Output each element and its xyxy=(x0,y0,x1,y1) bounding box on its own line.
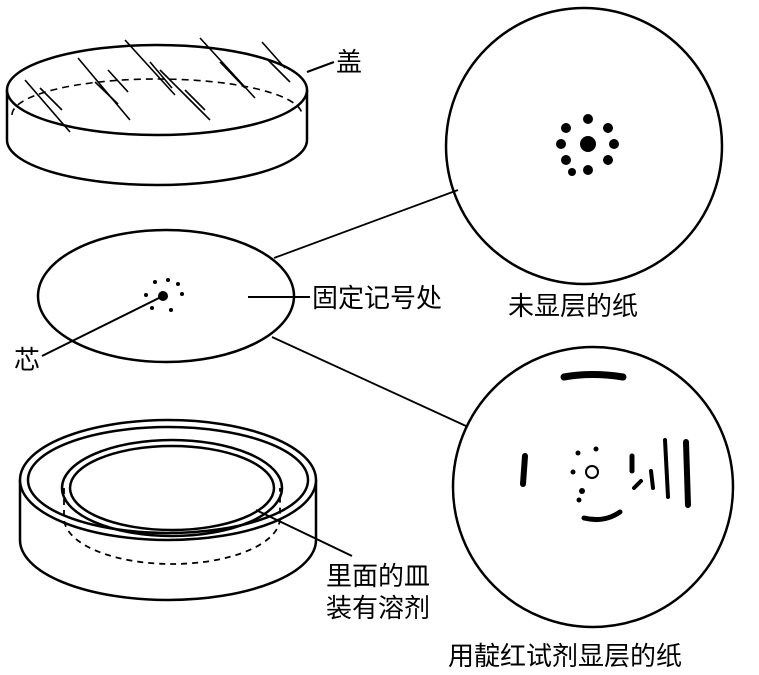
wick-label: 芯 xyxy=(14,346,41,376)
undeveloped-paper xyxy=(444,6,724,286)
inner-dish-label-line1: 里面的皿 xyxy=(326,562,431,592)
sample-dots xyxy=(144,278,184,312)
undeveloped-paper-label: 未显层的纸 xyxy=(508,292,639,322)
lid-label: 盖 xyxy=(336,48,363,78)
developed-paper xyxy=(451,345,735,629)
dish-set xyxy=(18,418,353,602)
inner-dish-label-line2: 装有溶剂 xyxy=(326,594,431,624)
developed-paper-label: 用靛红试剂显层的纸 xyxy=(448,642,683,672)
paper-disc xyxy=(36,189,467,427)
mark-spot-label: 固定记号处 xyxy=(312,284,443,314)
lid-drawing xyxy=(5,37,335,187)
